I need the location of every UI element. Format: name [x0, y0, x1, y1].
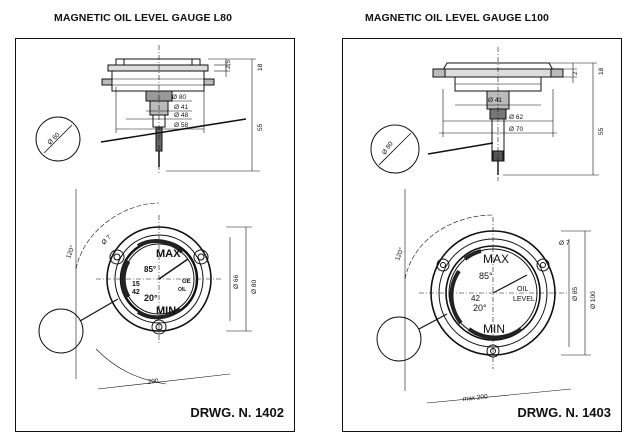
l80-dial-mark-b: 15	[132, 281, 140, 288]
l80-dim-height-top: 18	[257, 63, 264, 71]
l100-dial-max: MAX	[483, 252, 509, 266]
l80-dial-mark-a: 42	[132, 289, 140, 296]
l80-dim-ball: Ø 60	[46, 131, 61, 146]
l100-dial-mark: 42	[471, 294, 480, 303]
l80-dial-temp-low: 20°	[144, 293, 158, 303]
l100-dial-temp-low: 20°	[473, 303, 487, 313]
left-drawing-title: MAGNETIC OIL LEVEL GAUGE L80	[54, 12, 233, 24]
l100-dim-height-top: 18	[598, 67, 605, 75]
l80-dim-d2: Ø 41	[174, 104, 188, 111]
l100-dial-temp-high: 85°	[479, 271, 493, 281]
l80-dim-pcd: Ø 66	[233, 275, 240, 289]
l80-side-dimensions	[115, 58, 260, 172]
l80-dial-min: MIN	[156, 305, 176, 317]
l80-dim-d4: Ø 58	[174, 122, 188, 129]
l100-dim-d2: Ø 62	[509, 114, 523, 121]
l100-dim-d3: Ø 70	[509, 126, 523, 133]
l80-dim-flange-thickness: 2,5	[225, 60, 232, 69]
l80-dim-d3: Ø 48	[174, 112, 188, 119]
l80-dim-hole: Ø 7	[100, 234, 113, 247]
l100-dim-height-total: 55	[598, 127, 605, 135]
l100-dim-flange-thickness: 2	[572, 71, 579, 75]
l100-float-ball-top	[370, 124, 420, 174]
l100-dial-min: MIN	[483, 322, 505, 336]
l80-side-view	[100, 45, 247, 174]
l80-dim-d1: Ø 80	[172, 94, 186, 101]
l100-side-view	[427, 47, 564, 181]
l80-dial-max: MAX	[156, 248, 181, 260]
l100-front-view	[376, 189, 591, 404]
l100-dim-hole: Ø 7	[559, 240, 570, 247]
l100-dial-level: LEVEL	[513, 296, 535, 303]
l80-dim-outer: Ø 80	[251, 280, 258, 294]
l100-technical-drawing: 2 18 55 Ø 41 Ø 62 Ø 70 Ø 80 120° Ø 85 Ø …	[370, 47, 605, 404]
l80-dim-arm: 200	[147, 378, 159, 386]
l80-dim-angle: 120°	[64, 244, 76, 260]
l80-dial-temp-high: 85°	[144, 265, 156, 274]
l80-dim-height-total: 55	[257, 123, 264, 131]
right-drawing-title: MAGNETIC OIL LEVEL GAUGE L100	[365, 12, 549, 24]
l80-technical-drawing: 2,5 18 55 Ø 80 Ø 41 Ø 48 Ø 58 Ø 60 120° …	[35, 45, 264, 390]
right-drawing-panel: 2 18 55 Ø 41 Ø 62 Ø 70 Ø 80 120° Ø 85 Ø …	[342, 38, 622, 432]
l80-drawing-number: DRWG. N. 1402	[190, 405, 284, 420]
l100-dim-ball: Ø 80	[381, 140, 395, 156]
l100-dim-arm: max 200	[462, 393, 488, 403]
l100-drawing-number: DRWG. N. 1403	[517, 405, 611, 420]
l100-side-dimensions	[439, 62, 599, 176]
l80-front-view	[38, 189, 252, 390]
left-drawing-panel: 2,5 18 55 Ø 80 Ø 41 Ø 48 Ø 58 Ø 60 120° …	[15, 38, 295, 432]
l100-dim-pcd: Ø 85	[572, 287, 579, 301]
l80-dial-brand: GE	[182, 279, 191, 285]
l80-dial-sub: OIL	[178, 287, 186, 293]
l100-dim-angle: 120°	[393, 246, 405, 262]
l100-dim-d1: Ø 41	[488, 97, 502, 104]
l80-float-ball-top	[35, 116, 81, 162]
l100-dim-outer: Ø 100	[590, 291, 597, 309]
l100-dial-oil: OIL	[517, 286, 528, 293]
